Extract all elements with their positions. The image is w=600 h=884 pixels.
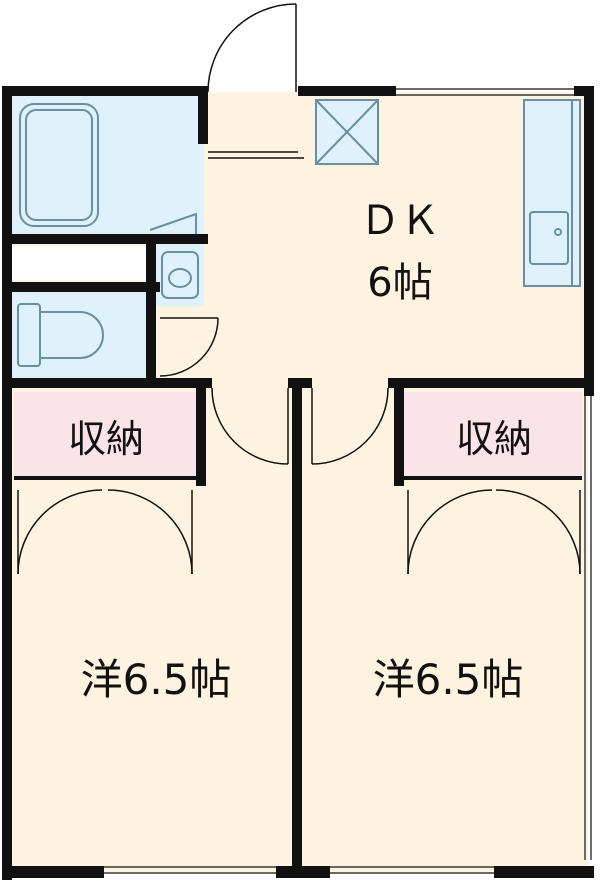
walls — [2, 86, 594, 880]
wall-bottom-left — [2, 866, 104, 878]
kitchen-sink — [529, 211, 569, 265]
wall-top-left — [2, 86, 208, 96]
storage-left-door-b — [107, 489, 193, 575]
bathtub-inner — [25, 109, 93, 221]
room-labels: ＤＫ 6帖 収納 収納 洋6.5帖 洋6.5帖 — [68, 198, 532, 704]
dk-name-label: ＤＫ — [360, 198, 440, 244]
wall-rooms-top — [6, 378, 212, 388]
wall-rooms-top-right — [388, 378, 594, 388]
wall-washbasin-left — [146, 240, 156, 380]
room-left-door-arc — [211, 387, 289, 465]
storage-right-door-b — [495, 489, 581, 575]
sink-drain — [554, 228, 562, 236]
entrance-door-arc — [207, 3, 297, 93]
wall-right-upper — [584, 86, 594, 396]
kitchen-counter — [523, 99, 581, 287]
bathtub — [19, 103, 99, 227]
storage-left-floor — [14, 392, 196, 476]
floor-areas — [6, 92, 588, 872]
bathroom-floor — [12, 96, 204, 236]
wall-bathroom-right — [198, 92, 208, 144]
western-room-right-label: 洋6.5帖 — [373, 655, 524, 704]
shoe-cabinet-cross-b — [315, 99, 379, 165]
wall-top-middle — [298, 86, 396, 96]
storage-right-rail — [404, 476, 582, 480]
bath-door-line — [149, 212, 197, 236]
storage-left-door-a — [17, 489, 103, 575]
wall-hallway-bottom — [6, 282, 160, 292]
wall-left — [2, 86, 12, 880]
toilet-door-arc — [159, 317, 219, 377]
hallway-gap — [12, 246, 146, 280]
wall-bathroom-bottom — [6, 234, 208, 244]
wall-bottom-right — [494, 866, 594, 878]
wall-storage-right-side — [394, 382, 404, 486]
windows — [104, 88, 592, 874]
washbasin-bowl — [168, 268, 192, 288]
room-right-door-arc — [311, 387, 389, 465]
wall-storage-left-side — [196, 382, 206, 486]
storage-right-floor — [404, 392, 582, 476]
toilet-floor — [12, 292, 154, 378]
storage-left-rail — [14, 476, 196, 480]
storage-right-door-a — [407, 489, 493, 575]
fixtures — [17, 99, 581, 367]
toilet-bowl — [39, 311, 104, 359]
wall-rooms-divider — [292, 378, 302, 878]
storage-left-label: 収納 — [68, 417, 144, 461]
storage-right-label: 収納 — [456, 417, 532, 461]
doors — [17, 3, 581, 575]
dk-size-label: 6帖 — [367, 260, 432, 306]
western-room-left-label: 洋6.5帖 — [81, 655, 232, 704]
washbasin — [161, 251, 199, 299]
wall-bottom-middle — [276, 866, 330, 878]
